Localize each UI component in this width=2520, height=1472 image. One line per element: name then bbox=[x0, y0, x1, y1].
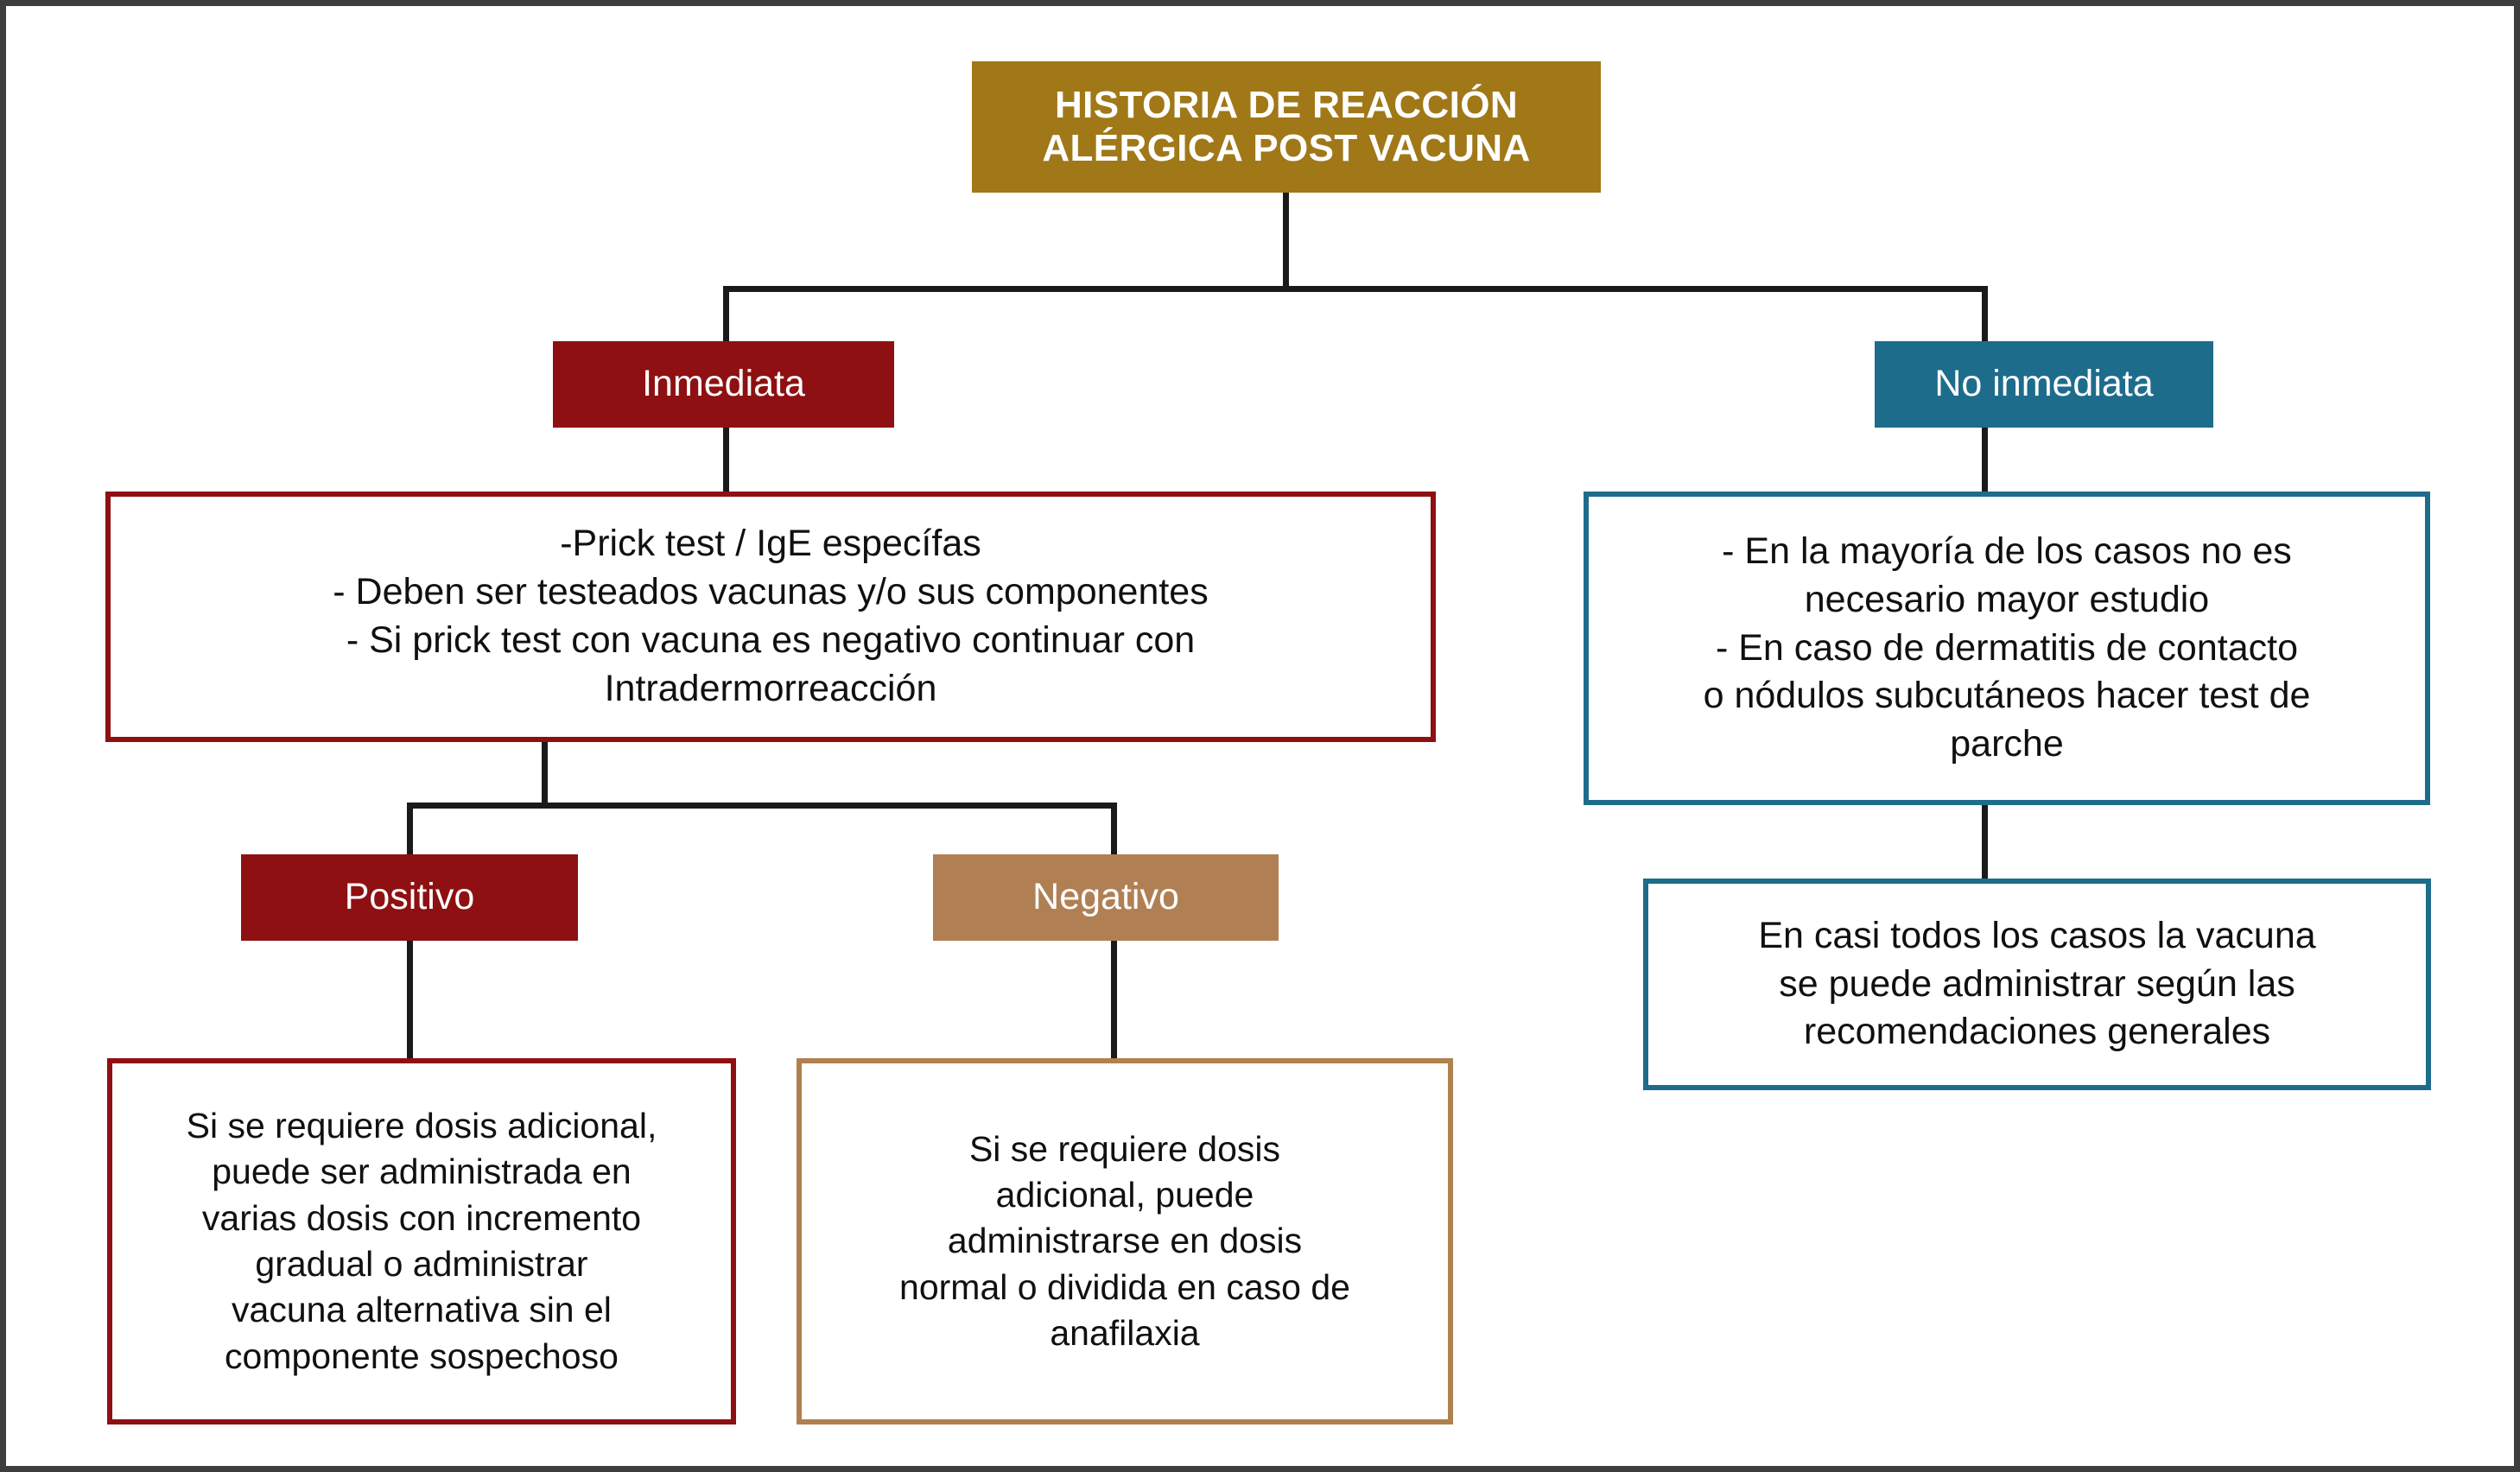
connector-negativo-to-detail bbox=[1111, 941, 1117, 1060]
node-historia-reaccion-alergica: HISTORIA DE REACCIÓN ALÉRGICA POST VACUN… bbox=[972, 61, 1601, 193]
connector-no-inmediata-to-conclusion bbox=[1982, 805, 1988, 882]
connector-to-positivo bbox=[407, 803, 413, 860]
node-no-inmediata: No inmediata bbox=[1875, 341, 2213, 428]
connector-to-inmediata bbox=[723, 286, 729, 343]
connector-root-split-bar bbox=[723, 286, 1988, 292]
connector-detail-stem bbox=[542, 742, 548, 808]
connector-to-no-inmediata bbox=[1982, 286, 1988, 343]
connector-to-negativo bbox=[1111, 803, 1117, 860]
node-no-inmediata-detail: - En la mayoría de los casos no es neces… bbox=[1584, 492, 2430, 805]
node-inmediata: Inmediata bbox=[553, 341, 894, 428]
node-no-inmediata-conclusion: En casi todos los casos la vacuna se pue… bbox=[1643, 879, 2431, 1090]
node-negativo: Negativo bbox=[933, 854, 1279, 941]
node-negativo-detail: Si se requiere dosis adicional, puede ad… bbox=[797, 1058, 1453, 1424]
node-positivo-detail: Si se requiere dosis adicional, puede se… bbox=[107, 1058, 736, 1424]
connector-no-inmediata-to-detail bbox=[1982, 428, 1988, 493]
connector-inmediata-to-detail bbox=[723, 428, 729, 493]
connector-root-stem bbox=[1283, 193, 1289, 292]
node-inmediata-detail: -Prick test / IgE específas - Deben ser … bbox=[105, 492, 1436, 742]
connector-positivo-negativo-split-bar bbox=[407, 803, 1117, 809]
connector-positivo-to-detail bbox=[407, 941, 413, 1060]
node-positivo: Positivo bbox=[241, 854, 578, 941]
